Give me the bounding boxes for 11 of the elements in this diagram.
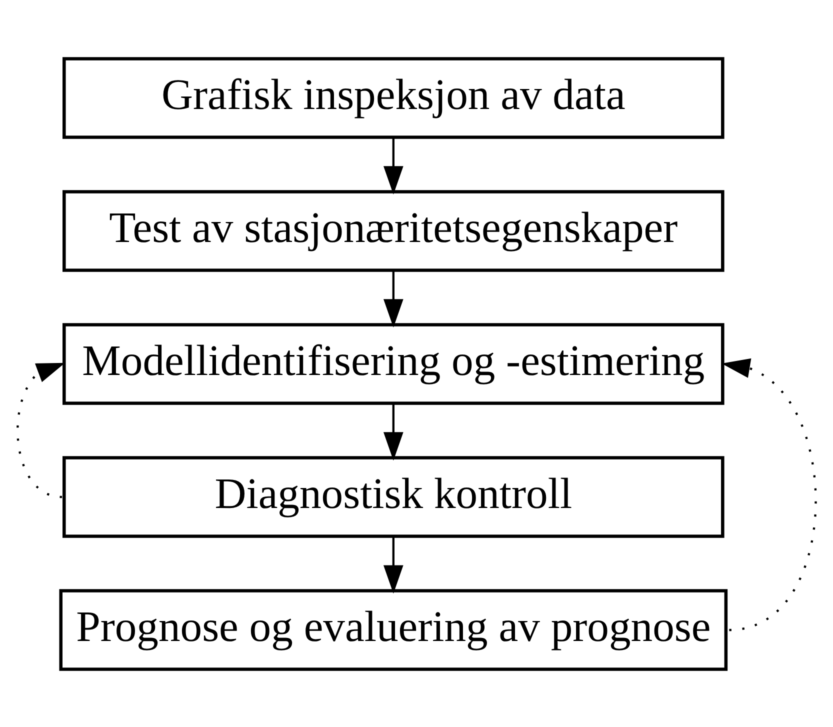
node-box: Test av stasjonæritetsegenskaper	[62, 190, 724, 272]
node-box: Modellidentifisering og -estimering	[62, 322, 724, 404]
node-box: Diagnostisk kontroll	[62, 456, 724, 538]
node-box: Grafisk inspeksjon av data	[62, 56, 724, 138]
arrow	[383, 136, 404, 194]
arrow	[383, 536, 404, 594]
arrow	[383, 270, 404, 328]
arrow	[16, 362, 66, 498]
arrow	[722, 358, 817, 631]
arrow	[383, 402, 404, 460]
node-box: Prognose og evaluering av prognose	[59, 588, 728, 670]
